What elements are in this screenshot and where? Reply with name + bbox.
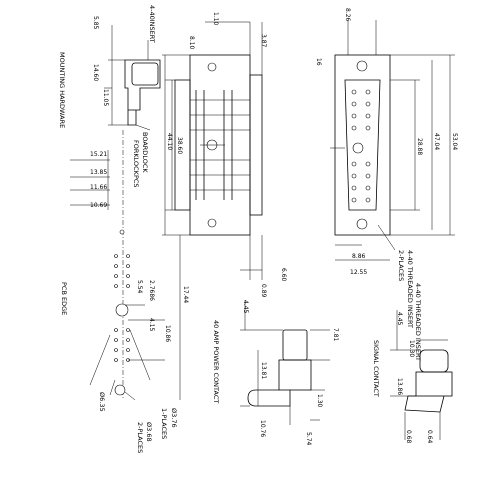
dim-4-45b: 4.45 (396, 312, 403, 326)
dim-1-10: 1.10 (212, 12, 219, 26)
power-contact-drawing (240, 300, 330, 425)
dim-13-86: 13.86 (396, 378, 403, 395)
dim-5-54: 5.54 (136, 280, 143, 294)
dim-5-85: 5.85 (92, 16, 99, 30)
side-view-mounting (104, 25, 161, 126)
dim-28-88: 28.88 (416, 138, 423, 155)
dim-8-86: 8.86 (352, 253, 366, 260)
dim-16: 16 (315, 58, 322, 66)
dim-4-15: 4.15 (148, 318, 155, 332)
label-pcb-edge: PCB EDGE (60, 282, 68, 315)
pcb-layout (70, 130, 181, 401)
dim-7-81: 7.81 (332, 328, 339, 342)
dim-10-69: 10.69 (90, 202, 107, 209)
label-dia-c: Ø6.35 (98, 392, 106, 412)
dim-0-64: 0.64 (426, 430, 433, 444)
signal-contact-drawing (390, 310, 453, 440)
dim-8-10: 8.10 (188, 36, 195, 50)
dim-15-21: 15.21 (90, 151, 107, 158)
label-threaded-insert-bottom: 4-40 THREADED INSERT (414, 283, 422, 361)
dim-53-04: 53.04 (451, 133, 458, 150)
dim-5-74: 5.74 (305, 432, 312, 446)
dim-4-45: 4.45 (242, 300, 249, 314)
dim-10-30: 10.30 (408, 340, 415, 357)
dim-17-44: 17.44 (182, 286, 189, 303)
top-view-pins (190, 90, 250, 200)
dim-3-87: 3.87 (260, 34, 267, 48)
dim-0-89: 0.89 (260, 284, 267, 298)
face-view-contacts (351, 89, 371, 203)
dim-12-55: 12.55 (350, 269, 367, 276)
label-two-places-a: 2-PLACES (136, 422, 144, 453)
top-view-body (162, 54, 263, 236)
label-power-contact: 40 AMP POWER CONTACT (212, 320, 220, 403)
label-one-places: 1-PLACES (160, 408, 168, 439)
label-insert: 4-40INSERT (148, 5, 156, 43)
dim-13-81: 13.81 (260, 362, 267, 379)
dim-6-60: 6.60 (280, 268, 287, 282)
dim-44-10: 44.10 (166, 133, 173, 150)
label-board-lock-pcs: FORKLOCKPCS (132, 140, 140, 188)
dim-38-60: 38.60 (176, 137, 183, 154)
dim-2-7686: 2.7686 (148, 280, 155, 301)
dim-11-05: 11.05 (102, 89, 109, 106)
dim-10-76: 10.76 (259, 420, 266, 437)
dim-1-30: 1.30 (316, 394, 323, 408)
face-view-body (330, 20, 455, 261)
dim-8-26: 8.26 (344, 8, 351, 22)
dim-0-68: 0.68 (405, 430, 412, 444)
label-dia-b: Ø3.76 (170, 408, 178, 428)
label-two-places: 2-PLACES (397, 250, 405, 281)
label-mounting-hardware: MOUNTING HARDWARE (58, 52, 66, 128)
dim-47-04: 47.04 (433, 133, 440, 150)
dim-14-60: 14.60 (92, 64, 99, 81)
label-signal-contact: SIGNAL CONTACT (372, 340, 380, 397)
dim-10-86: 10.86 (164, 325, 171, 342)
label-dia-a: Ø3.68 (145, 422, 153, 442)
dim-11-66: 11.66 (90, 184, 107, 191)
label-boardlock: BOARDLOCK (141, 132, 149, 173)
dim-13-85: 13.85 (90, 169, 107, 176)
label-threaded-insert: 4-40 THREADED INSERT (406, 250, 414, 328)
